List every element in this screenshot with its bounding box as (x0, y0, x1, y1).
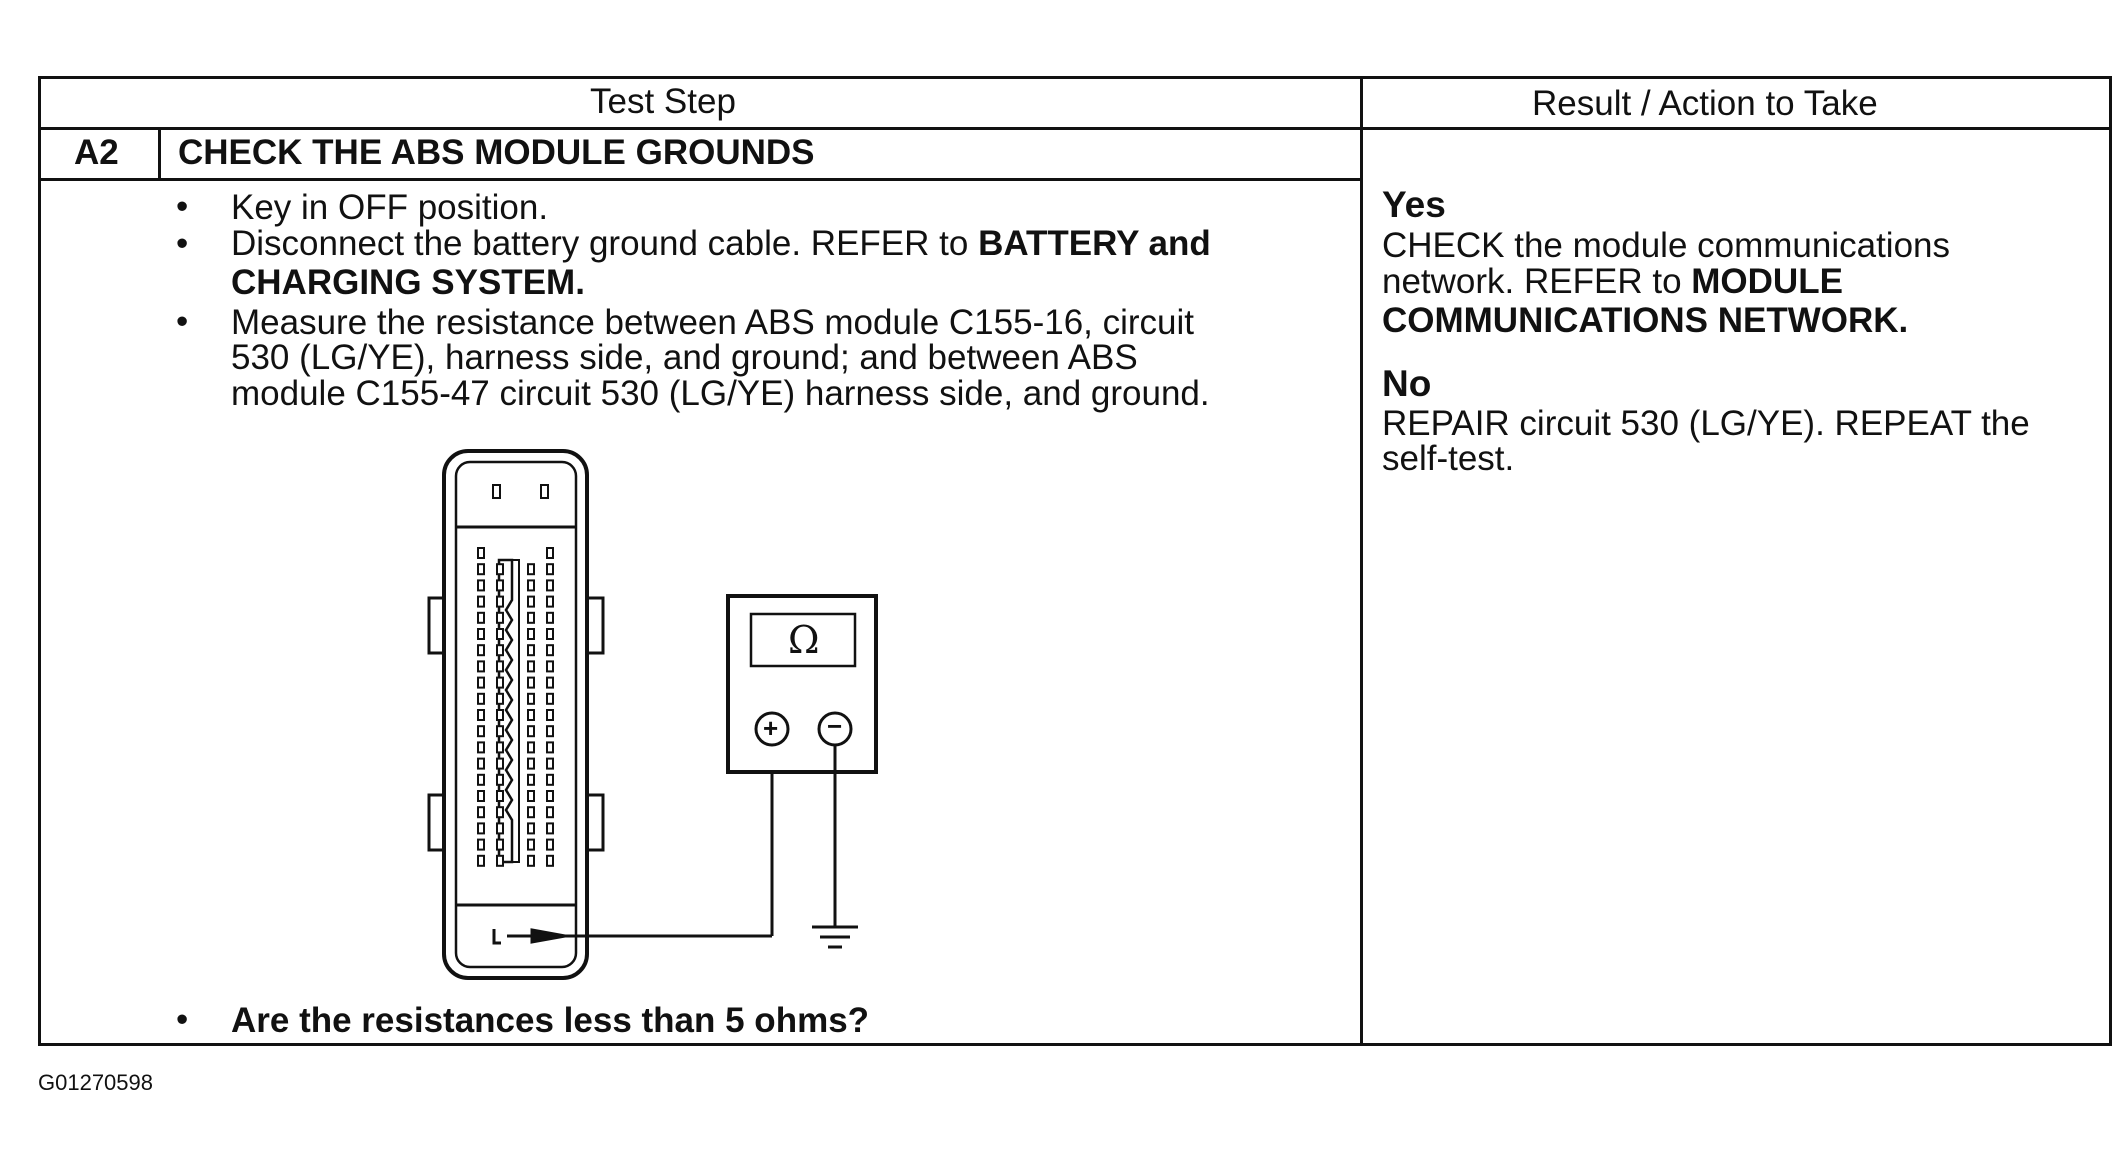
instruction-2: Disconnect the battery ground cable. REF… (231, 225, 1211, 262)
step-id: A2 (74, 133, 119, 172)
header-test-step: Test Step (590, 82, 736, 121)
step-title-rule (38, 178, 1361, 181)
instruction-2-reference-cont: CHARGING SYSTEM. (231, 263, 585, 302)
diagnostic-table (38, 76, 2112, 1046)
instruction-2-text: Disconnect the battery ground cable. REF… (231, 224, 979, 263)
plus-terminal-symbol: + (763, 713, 779, 743)
result-yes-line2: network. REFER to MODULE (1382, 263, 1843, 300)
bullet-icon: • (176, 1000, 189, 1039)
bullet-icon: • (176, 302, 189, 341)
figure-code: G01270598 (38, 1070, 153, 1095)
instruction-3-line3: module C155-47 circuit 530 (LG/YE) harne… (231, 374, 1210, 413)
instruction-3-line1: Measure the resistance between ABS modul… (231, 303, 1195, 342)
result-yes-text: network. REFER to (1382, 262, 1692, 301)
result-no-line1: REPAIR circuit 530 (LG/YE). REPEAT the (1382, 404, 2030, 443)
header-result-action: Result / Action to Take (1532, 84, 1878, 123)
minus-terminal-symbol: − (827, 711, 843, 741)
result-yes-reference: MODULE (1691, 262, 1843, 301)
header-rule (38, 127, 2112, 130)
bullet-icon: • (176, 187, 189, 226)
test-question: Are the resistances less than 5 ohms? (231, 1001, 870, 1040)
result-yes-line1: CHECK the module communications (1382, 226, 1951, 265)
result-yes-label: Yes (1382, 184, 1446, 225)
step-id-divider (158, 127, 161, 180)
bullet-icon: • (176, 224, 189, 263)
instruction-2-reference: BATTERY and (978, 224, 1211, 263)
step-title: CHECK THE ABS MODULE GROUNDS (178, 133, 815, 172)
column-divider (1360, 76, 1363, 1046)
result-no-label: No (1382, 363, 1432, 404)
meter-display-symbol: Ω (788, 618, 820, 662)
instruction-3-line2: 530 (LG/YE), harness side, and ground; a… (231, 338, 1138, 377)
result-yes-reference-cont: COMMUNICATIONS NETWORK. (1382, 301, 1909, 340)
instruction-1: Key in OFF position. (231, 188, 549, 227)
result-no-line2: self-test. (1382, 439, 1515, 478)
